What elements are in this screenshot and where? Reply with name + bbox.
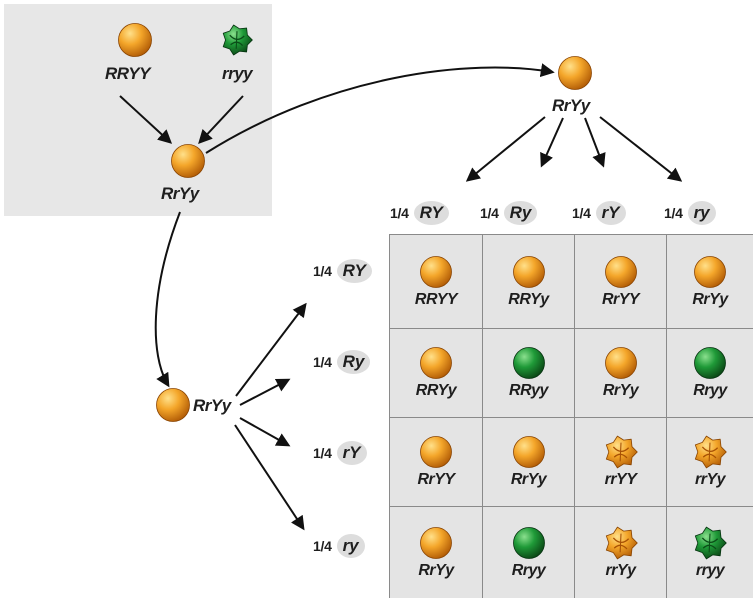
seed-icon — [419, 255, 453, 291]
top-gamete: 1/4 RY — [390, 201, 449, 225]
arrow-selfcross-to-RY — [465, 116, 546, 182]
arrow-f1-to-selfcross — [205, 63, 555, 154]
cell-genotype: RrYy — [510, 471, 547, 488]
top-gamete: 1/4 ry — [664, 201, 716, 225]
punnett-cell: RrYY — [390, 418, 483, 507]
gamete-fraction: 1/4 — [313, 354, 332, 370]
top-gamete: 1/4 Ry — [480, 201, 538, 225]
side-parent-genotype: RrYy — [193, 396, 231, 415]
arrow-selfcross-to-rY — [584, 117, 606, 168]
arrow-sideparent-to-Ry — [239, 378, 291, 406]
punnett-cell: Rryy — [667, 329, 753, 418]
seed-icon — [419, 526, 453, 562]
punnett-cell: rrYy — [575, 507, 667, 598]
punnett-cell: RrYy — [667, 235, 753, 329]
punnett-cell: RrYY — [575, 235, 667, 329]
seed-icon — [419, 435, 453, 471]
side-gamete: 1/4 rY — [313, 441, 367, 465]
cell-genotype: RRyy — [509, 382, 548, 399]
gamete-fraction: 1/4 — [664, 205, 683, 221]
arrow-sideparent-to-RY — [235, 302, 307, 397]
cell-genotype: rrYY — [604, 471, 637, 488]
f1-genotype: RrYy — [161, 184, 199, 203]
gamete-fraction: 1/4 — [313, 263, 332, 279]
gamete-allele: ry — [336, 534, 365, 558]
top-gamete: 1/4 rY — [572, 201, 626, 225]
gamete-allele: RY — [336, 259, 372, 283]
seed-icon — [604, 346, 638, 382]
cell-genotype: RrYy — [418, 561, 454, 579]
cell-genotype: RrYy — [602, 382, 639, 399]
seed-icon — [604, 255, 638, 291]
gamete-fraction: 1/4 — [572, 205, 591, 221]
gamete-fraction: 1/4 — [390, 205, 409, 221]
gamete-fraction: 1/4 — [313, 445, 332, 461]
punnett-cell: rryy — [667, 507, 753, 598]
punnett-cell: RRYy — [483, 235, 575, 329]
p1-seed — [117, 22, 153, 63]
cell-genotype: RrYY — [601, 290, 640, 308]
side-gamete: 1/4 ry — [313, 534, 365, 558]
gamete-allele: ry — [687, 201, 716, 225]
cell-genotype: rrYy — [605, 561, 636, 579]
selfcross-genotype: RrYy — [552, 96, 590, 115]
punnett-square: RRYY RRYy RrYY RrYy RRYy RRyy RrYy Rryy … — [389, 234, 753, 598]
punnett-cell: Rryy — [483, 507, 575, 598]
gamete-allele: Ry — [336, 350, 371, 374]
selfcross-seed — [557, 55, 593, 96]
cell-genotype: RRYy — [508, 290, 549, 308]
side-gamete: 1/4 Ry — [313, 350, 371, 374]
punnett-cell: RRYY — [390, 235, 483, 329]
arrow-p1-to-f1 — [119, 95, 173, 144]
cell-genotype: Rryy — [693, 382, 727, 399]
arrow-f1-to-sideparent — [154, 211, 181, 388]
cell-genotype: RrYy — [692, 290, 728, 308]
cell-genotype: RRYY — [414, 290, 458, 308]
arrow-selfcross-to-Ry — [540, 117, 564, 168]
side-gamete: 1/4 RY — [313, 259, 372, 283]
seed-icon — [604, 526, 638, 562]
seed-icon — [604, 435, 638, 471]
p2-genotype: rryy — [222, 64, 253, 83]
f1-seed — [170, 143, 206, 184]
p2-seed — [221, 24, 253, 61]
seed-icon — [419, 346, 453, 382]
punnett-cell: RrYy — [483, 418, 575, 507]
gamete-allele: Ry — [503, 201, 538, 225]
punnett-cell: RrYy — [575, 329, 667, 418]
seed-icon — [693, 526, 727, 562]
arrow-selfcross-to-ry — [599, 116, 683, 182]
cell-genotype: RRYy — [415, 382, 457, 399]
gamete-fraction: 1/4 — [313, 538, 332, 554]
punnett-cell: RrYy — [390, 507, 483, 598]
gamete-allele: RY — [413, 201, 449, 225]
punnett-cell: RRYy — [390, 329, 483, 418]
cell-genotype: RrYY — [417, 471, 455, 488]
seed-icon — [693, 255, 727, 291]
side-parent-seed — [155, 387, 191, 428]
seed-icon — [693, 435, 727, 471]
cell-genotype: Rryy — [511, 561, 546, 579]
seed-icon — [512, 435, 546, 471]
punnett-cell: RRyy — [483, 329, 575, 418]
gamete-allele: rY — [336, 441, 367, 465]
cell-genotype: rryy — [695, 561, 725, 579]
seed-icon — [512, 526, 546, 562]
gamete-fraction: 1/4 — [480, 205, 499, 221]
seed-icon — [512, 346, 546, 382]
p1-genotype: RRYY — [105, 64, 150, 83]
arrow-p2-to-f1 — [198, 95, 244, 145]
arrow-sideparent-to-rY — [239, 417, 291, 447]
punnett-cell: rrYY — [575, 418, 667, 507]
seed-icon — [512, 255, 546, 291]
seed-icon — [693, 346, 727, 382]
cell-genotype: rrYy — [694, 471, 726, 488]
gamete-allele: rY — [595, 201, 626, 225]
punnett-cell: rrYy — [667, 418, 753, 507]
arrow-sideparent-to-ry — [234, 424, 305, 531]
